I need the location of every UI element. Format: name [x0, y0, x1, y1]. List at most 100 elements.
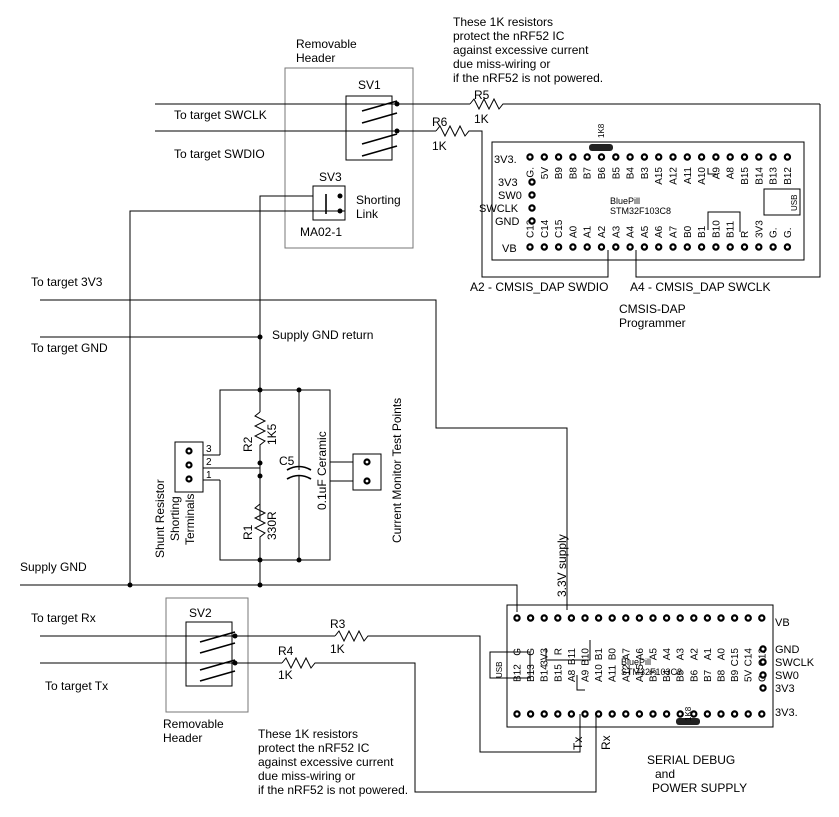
pin	[612, 153, 620, 161]
bottom-note-line: due miss-wiring or	[258, 769, 355, 783]
pin	[703, 614, 712, 622]
bp2-pin-label: 3V3.	[775, 707, 798, 719]
cmsis-label: CMSIS-DAP	[619, 302, 686, 316]
bp1-jumper	[707, 211, 741, 232]
pin	[690, 710, 698, 718]
pin	[744, 614, 752, 622]
pin	[583, 153, 591, 161]
net-a2: A2 - CMSIS_DAP SWDIO	[470, 280, 608, 294]
pin	[554, 710, 562, 718]
pin-label: G	[526, 648, 537, 656]
pin-label: C14	[540, 219, 551, 238]
pin-label: A7	[669, 225, 680, 238]
sv3-label: SV3	[319, 170, 342, 184]
pin-label: A15	[654, 167, 665, 185]
net-gnd-return: Supply GND return	[272, 328, 373, 342]
pin	[526, 153, 534, 161]
pin-label: A3	[611, 225, 622, 238]
pin	[635, 710, 644, 718]
pin-label: C15	[554, 219, 565, 238]
tx-pin-label: Tx	[571, 737, 585, 750]
shunt-pin-label: 1	[206, 470, 212, 481]
r4-value: 1K	[278, 668, 293, 682]
pin-label: A2	[689, 648, 700, 661]
pin	[676, 710, 684, 718]
r2-value: 1K5	[265, 423, 279, 445]
rx-pin-label: Rx	[599, 735, 613, 750]
pin	[581, 614, 589, 622]
pin-label: A1	[703, 648, 714, 661]
pin-label: G.	[783, 227, 794, 238]
pin	[540, 710, 548, 718]
pin-label: B9	[730, 669, 741, 682]
pin	[758, 614, 766, 622]
pin	[635, 614, 644, 622]
r3-name: R3	[330, 617, 346, 631]
net-gnd: To target GND	[31, 341, 108, 355]
pin	[683, 153, 692, 161]
pin	[513, 614, 521, 622]
r4-resistor: R4 1K	[278, 644, 597, 793]
bp2-jumper	[576, 675, 585, 691]
pin-label: B15	[740, 167, 751, 185]
r1-value: 330R	[265, 511, 279, 540]
pin	[726, 153, 734, 161]
pin	[622, 614, 630, 622]
bp2-board	[506, 604, 774, 728]
pin	[690, 614, 698, 622]
r4-name: R4	[278, 644, 294, 658]
bp2-usb-label: USB	[495, 662, 504, 678]
bp2-pin-label: VB	[775, 617, 790, 629]
pin-label: A1	[583, 225, 594, 238]
pin-label: B10	[581, 648, 592, 666]
r6-name: R6	[432, 115, 448, 129]
pin-label: A6	[635, 648, 646, 661]
pin	[640, 153, 649, 161]
pin	[597, 153, 606, 161]
pin-label: B9	[554, 167, 565, 180]
pin	[783, 243, 792, 251]
pin	[758, 710, 766, 718]
pin	[759, 684, 767, 692]
shunt-pin-label: 2	[206, 457, 212, 468]
pin-label: B12	[513, 664, 524, 682]
pin	[554, 243, 563, 251]
bp1-pin-label: SW0	[498, 190, 522, 202]
net-swclk: To target SWCLK	[174, 108, 267, 122]
net-a4: A4 - CMSIS_DAP SWCLK	[630, 280, 770, 294]
v3-wire	[40, 299, 568, 610]
pin	[528, 204, 536, 212]
pin	[697, 243, 706, 251]
pin-label: A8	[726, 167, 737, 180]
pin	[740, 243, 749, 251]
top-note-line: against excessive current	[453, 43, 589, 57]
pin	[528, 178, 536, 186]
bp1-pin-label: SWCLK	[479, 203, 519, 215]
pin	[740, 153, 749, 161]
pin	[655, 153, 663, 161]
net-3v3: To target 3V3	[31, 275, 103, 289]
r2-name: R2	[241, 436, 255, 452]
pin	[669, 153, 677, 161]
bottom-note-line: These 1K resistors	[258, 727, 358, 741]
pin	[783, 153, 792, 161]
pin	[567, 614, 576, 622]
bp1-pin-label: 3V3.	[494, 154, 517, 166]
bp1-board	[491, 141, 805, 261]
pin-label: B5	[611, 167, 622, 180]
pin-label: A9	[711, 167, 722, 180]
pin-label: A12	[669, 167, 680, 185]
r5-resistor: R5 1K	[469, 88, 820, 126]
pin	[669, 243, 677, 251]
bp2-resistor-1k8	[676, 718, 700, 725]
pin	[676, 614, 684, 622]
r5-name: R5	[474, 88, 490, 102]
pin	[697, 153, 706, 161]
bottom-note: These 1K resistors protect the nRF52 IC …	[258, 727, 408, 797]
pin-label: C13	[757, 648, 768, 667]
r3-value: 1K	[330, 642, 345, 656]
pin	[626, 153, 634, 161]
pin	[769, 153, 777, 161]
